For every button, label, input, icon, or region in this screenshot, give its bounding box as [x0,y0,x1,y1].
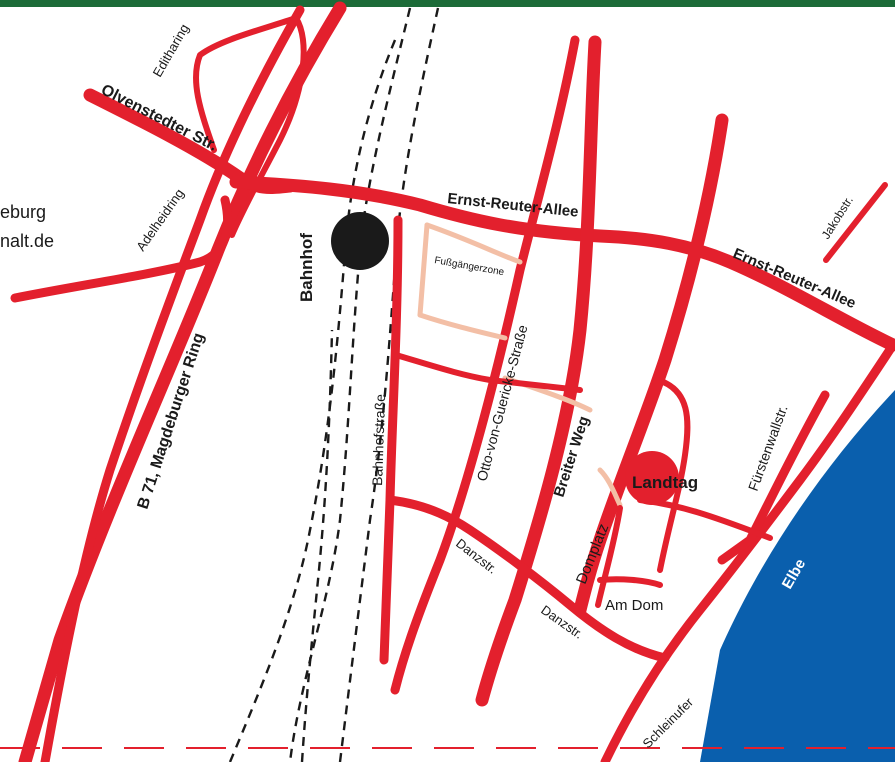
railway-tracks [228,7,440,762]
bahnhof-marker[interactable] [331,212,389,270]
label-jakobstr: Jakobstr. [819,193,856,241]
ernst-reuter-allee-road [229,175,895,352]
cutoff-text-1: eburg [0,202,46,222]
landtag-loop [655,377,691,573]
label-editharing: Editharing [150,21,192,79]
east-ns-road [573,113,729,617]
b71-road [18,1,347,762]
otto-von-guericke-road [390,35,580,695]
label-bahnhof[interactable]: Bahnhof [297,233,316,302]
label-fussgaengerzone: Fußgängerzone [433,255,505,278]
breiter-weg-road [475,35,602,707]
domplatz-east-road [637,497,773,541]
jakobstr-road [823,182,888,263]
elbe-river [700,390,895,762]
label-bahnhofstrasse: Bahnhofstraße [369,394,388,487]
east-road [600,340,895,762]
cross-street-1 [393,352,583,393]
label-landtag[interactable]: Landtag [632,473,698,492]
adelheidring-road [10,195,232,303]
label-am-dom: Am Dom [605,597,663,614]
bahnhofstrasse-road [379,215,403,665]
top-band [0,0,895,7]
landtag-marker[interactable] [625,451,679,505]
danzstr-road [385,495,670,663]
label-adelheidring: Adelheidring [133,186,187,254]
label-ernst-reuter-2: Ernst-Reuter-Allee [730,245,858,312]
am-dom-road [597,576,663,588]
cutoff-text-2: nalt.de [0,231,54,251]
label-schleinufer: Schleinufer [640,694,697,751]
domplatz-road [595,505,623,608]
